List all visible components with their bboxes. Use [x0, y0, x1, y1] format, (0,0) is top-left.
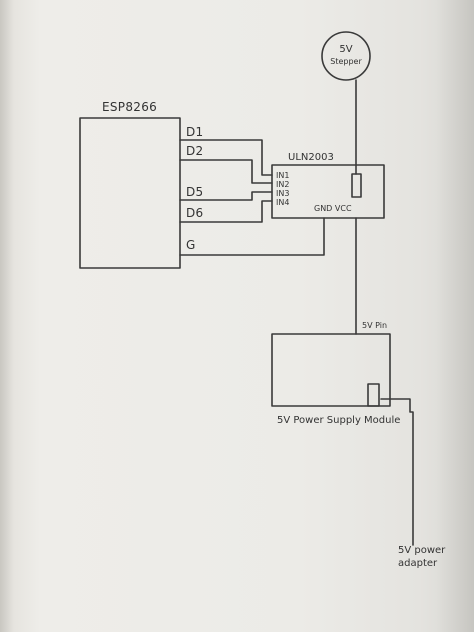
wire-adapter	[380, 398, 414, 546]
pin-d2-label: D2	[186, 144, 203, 158]
wire-d2-in2	[179, 159, 273, 184]
adapter-label-top: 5V power	[398, 545, 446, 556]
psu-pin-label: 5V Pin	[362, 321, 387, 330]
page-shadow	[436, 0, 474, 632]
stepper-label-top: 5V	[339, 44, 352, 55]
pin-d6-label: D6	[186, 206, 203, 220]
input-in4-label: IN4	[276, 198, 289, 207]
wire-d1-in1	[179, 139, 273, 176]
pin-d1-label: D1	[186, 125, 203, 139]
input-in1-label: IN1	[276, 171, 289, 180]
power-supply-label: 5V Power Supply Module	[277, 415, 400, 426]
power-terminals-label: GND VCC	[314, 204, 352, 213]
input-in2-label: IN2	[276, 180, 289, 189]
uln2003-block	[271, 164, 385, 219]
wire-gnd	[179, 217, 325, 256]
wire-d5-in3	[179, 191, 273, 201]
esp8266-label: ESP8266	[102, 100, 157, 114]
pin-d5-label: D5	[186, 185, 203, 199]
stepper-connector	[351, 173, 362, 198]
stepper-motor	[321, 31, 371, 81]
psu-input-jack	[367, 383, 380, 407]
power-supply-block	[271, 333, 391, 407]
stepper-label-bottom: Stepper	[330, 57, 362, 66]
uln2003-label: ULN2003	[288, 152, 334, 163]
esp8266-block	[79, 117, 181, 269]
input-in3-label: IN3	[276, 189, 289, 198]
pin-g-label: G	[186, 238, 196, 252]
adapter-label-bottom: adapter	[398, 558, 438, 569]
wire-d6-in4	[179, 200, 273, 223]
